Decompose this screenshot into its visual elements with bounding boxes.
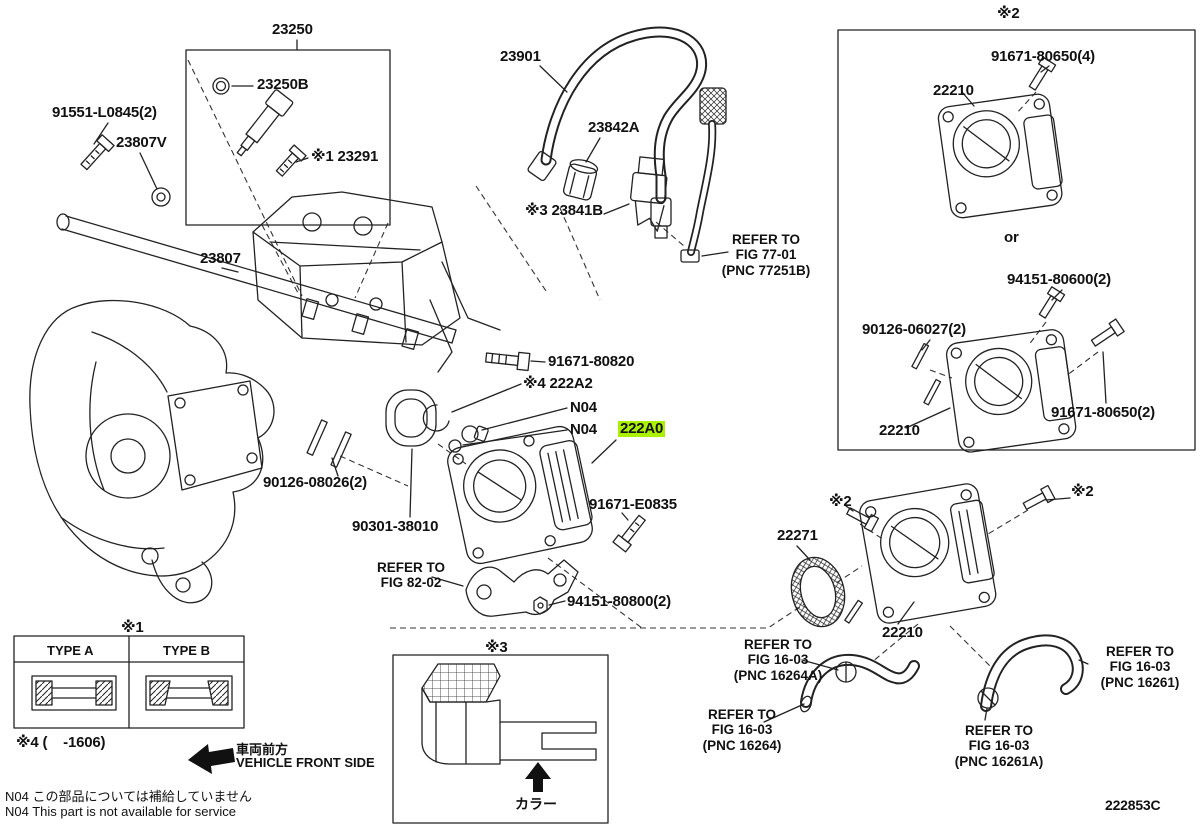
part-label-22210-upper: 22210 [933,82,974,99]
injector-drawing [212,39,309,177]
part-label-23250B: 23250B [257,76,309,93]
hose-16261-drawing [977,634,1089,721]
ref-mark-2-right: ※2 [1071,483,1094,500]
refer-line-1: REFER TO [731,232,800,247]
front-note-jp: 車両前方 [236,742,289,757]
bolt-80820-drawing [485,351,546,372]
connector-drawing [603,156,668,232]
part-label-22210-assy: 22210 [882,624,923,641]
part-label-90301-38010: 90301-38010 [352,518,439,535]
part-label-23841B: ※3 23841B [525,202,603,219]
part-label-91551-L0845: 91551-L0845(2) [52,104,157,121]
throttle-variant-upper-drawing [937,56,1063,219]
part-label-23807: 23807 [200,250,241,267]
intake-manifold-drawing [29,299,275,604]
part-label-22271: 22271 [777,527,818,544]
stud-bolts-drawing [306,419,352,477]
part-label-94151-80800: 94151-80800(2) [567,593,671,610]
type-a-drawing [31,675,117,711]
refer-line-2: FIG 16-03 [968,738,1030,754]
refer-line-2: FIG 82-02 [380,575,442,591]
or-label: or [1004,229,1019,246]
injector-detail-box [185,49,391,226]
part-label-90126-08026: 90126-08026(2) [263,474,367,491]
refer-line-3: (PNC 16264A) [733,667,823,683]
part-label-23291: ※1 23291 [311,148,379,165]
refer-line-3: (PNC 16261A) [954,753,1044,769]
refer-line-1: REFER TO [743,637,812,652]
refer-line-3: (PNC 16261) [1100,674,1180,690]
part-label-23842A: 23842A [588,119,640,136]
front-direction-arrow [188,744,235,774]
ref-mark-2-left: ※2 [829,493,852,510]
manifold-bolt-drawing [80,122,171,207]
service-note-en: N04 This part is not available for servi… [5,804,236,819]
part-label-90126-06027: 90126-06027(2) [862,321,966,338]
clamp-22271-drawing [790,545,846,628]
part-label-94151-80600: 94151-80600(2) [1007,271,1111,288]
part-label-222A0-highlight[interactable]: 222A0 [618,420,666,437]
color-part-drawing [421,663,597,792]
fuel-hose-drawing [527,26,729,263]
type-b-header: TYPE B [163,643,210,658]
ref-mark-2-top: ※2 [997,5,1020,22]
color-note: カラー [515,796,557,812]
engine-drawing [252,191,501,373]
refer-line-1: REFER TO [376,560,445,575]
part-label-n04-1: N04 [570,399,597,416]
part-label-23807V: 23807V [116,134,167,151]
refer-line-2: FIG 16-03 [711,722,773,738]
type-b-drawing [145,675,233,711]
refer-block-fig82-02: REFER TO FIG 82-02 [368,560,454,591]
service-note-jp: N04 この部品については補給していません [5,789,253,804]
part-label-91671-80650-2: 91671-80650(2) [1051,404,1155,421]
hose-16264-drawing [763,653,920,723]
refer-line-1: REFER TO [964,723,1033,738]
refer-block-fig16-03-16264A: REFER TO FIG 16-03 (PNC 16264A) [722,637,834,683]
refer-line-1: REFER TO [1105,644,1174,659]
ref-mark-3: ※3 [485,639,508,656]
grommet-drawing [562,137,601,201]
refer-block-fig16-03-16261: REFER TO FIG 16-03 (PNC 16261) [1086,644,1194,690]
ref-mark-1: ※1 [121,619,144,636]
type-table-box [13,635,245,729]
refer-line-3: (PNC 16264) [702,737,782,753]
refer-line-2: FIG 16-03 [1109,659,1171,675]
type-a-header: TYPE A [47,643,94,658]
refer-block-fig16-03-16261A: REFER TO FIG 16-03 (PNC 16261A) [942,723,1056,769]
part-label-222A2: ※4 222A2 [523,375,593,392]
throttle-assy-drawing [844,483,1071,625]
throttle-variant-lower-drawing [905,286,1125,453]
front-note-en: VEHICLE FRONT SIDE [236,755,375,770]
refer-block-fig77-01: REFER TO FIG 77-01 (PNC 77251B) [700,232,832,278]
bracket-drawing [431,559,579,617]
bolt-e0835-drawing [612,512,646,553]
part-label-22210-lower: 22210 [879,422,920,439]
part-label-n04-2: N04 [570,421,597,438]
color-part-box [392,654,609,824]
refer-line-2: FIG 16-03 [747,652,809,668]
refer-line-3: (PNC 77251B) [721,262,811,278]
ref-mark-4-note: ※4 ( -1606) [16,734,106,751]
throttle-body-main-drawing [447,425,593,565]
part-label-91671-80650-4: 91671-80650(4) [991,48,1095,65]
refer-line-1: REFER TO [707,707,776,722]
gasket-drawing [385,389,437,518]
part-label-23901: 23901 [500,48,541,65]
refer-line-2: FIG 77-01 [735,247,797,263]
refer-block-fig16-03-16264: REFER TO FIG 16-03 (PNC 16264) [688,707,796,753]
part-label-91671-80820: 91671-80820 [548,353,635,370]
diagram-code: 222853C [1105,797,1161,813]
part-label-23250: 23250 [272,21,313,38]
part-label-91671-E0835: 91671-E0835 [589,496,677,513]
throttle-variants-box [837,29,1196,451]
